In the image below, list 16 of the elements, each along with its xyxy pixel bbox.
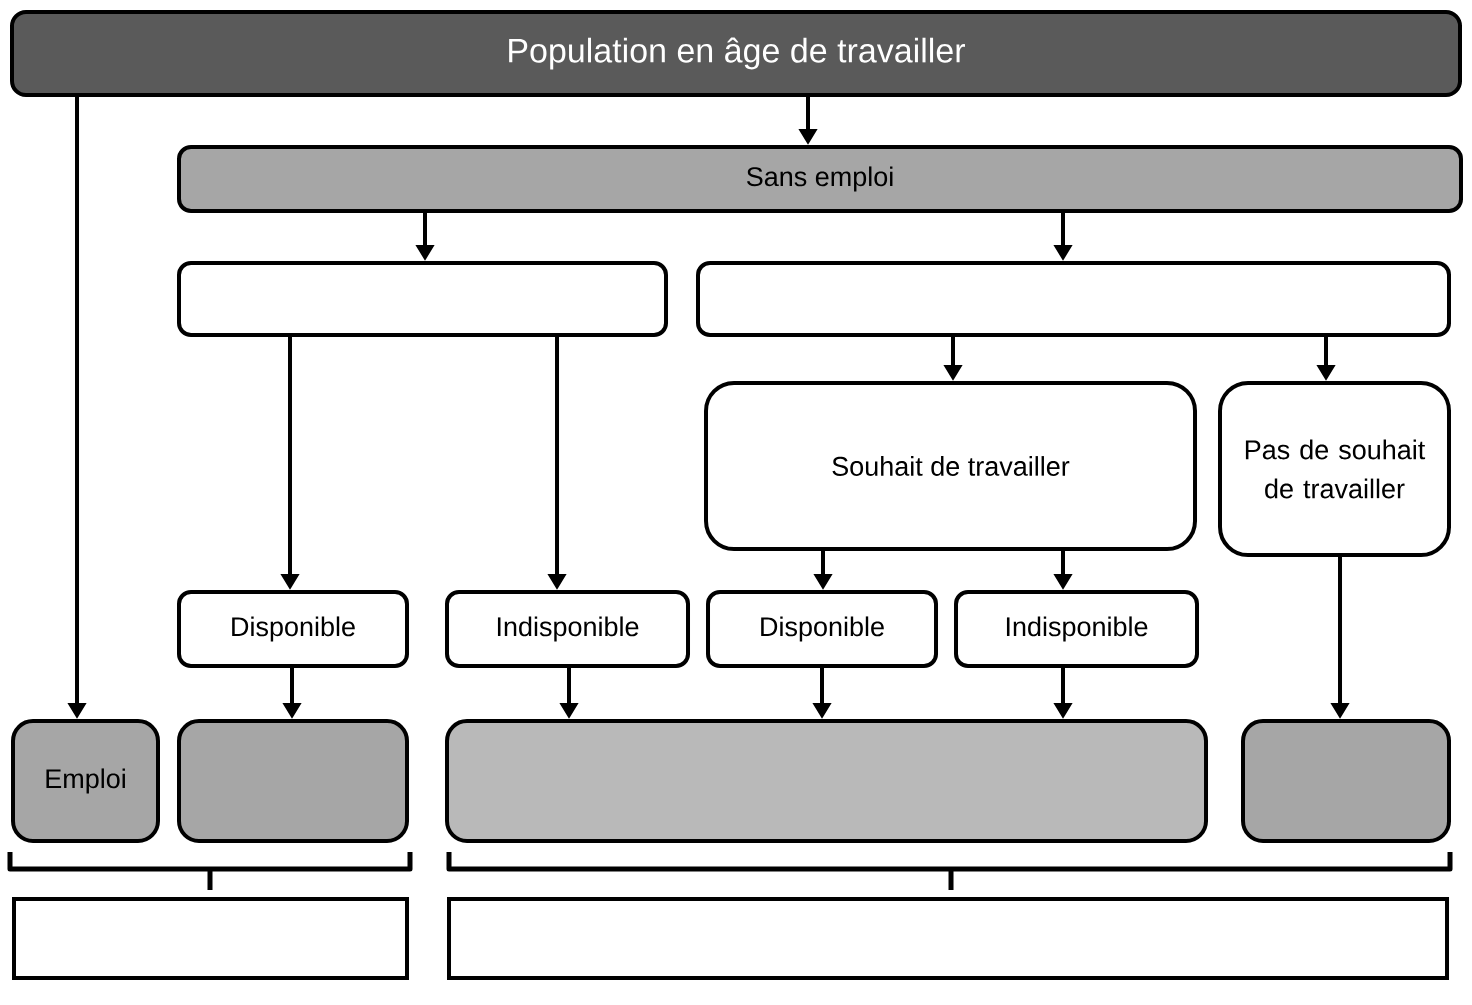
category-box: Disponible bbox=[706, 590, 938, 668]
empty-box bbox=[1241, 719, 1451, 843]
category-bar: Sans emploi bbox=[177, 145, 1463, 213]
category-box: Indisponible bbox=[954, 590, 1199, 668]
category-box: Disponible bbox=[177, 590, 409, 668]
empty-box bbox=[177, 719, 409, 843]
empty-box bbox=[445, 719, 1208, 843]
empty-box bbox=[447, 897, 1449, 980]
category-box: Souhait de travailler bbox=[704, 381, 1197, 551]
category-box: Indisponible bbox=[445, 590, 690, 668]
empty-box bbox=[696, 261, 1451, 337]
empty-box bbox=[177, 261, 668, 337]
empty-box bbox=[12, 897, 409, 980]
category-box: Pas de souhait de travailler bbox=[1218, 381, 1451, 557]
category-box: Emploi bbox=[11, 719, 160, 843]
title-bar: Population en âge de travailler bbox=[10, 10, 1462, 97]
